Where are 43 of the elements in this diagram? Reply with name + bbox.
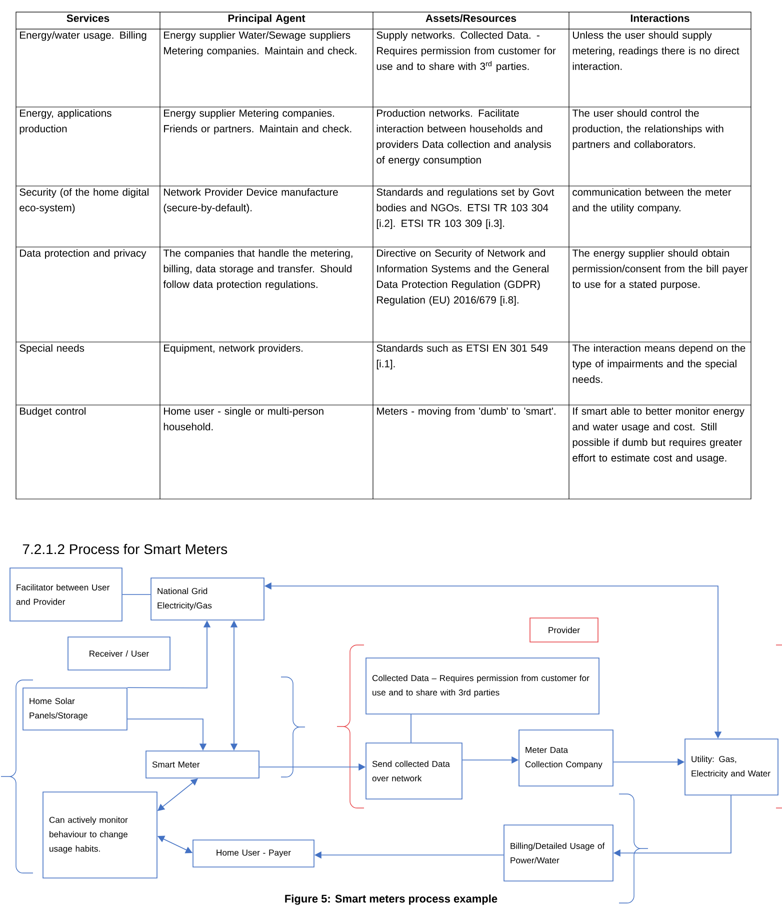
table-cell: Special needs [20,344,84,354]
section-heading: 7.2.1.2 Process for Smart Meters [22,544,228,554]
process-box: Smart Meter [146,750,260,778]
figure-caption: Figure 5: Smart meters process example [285,894,498,905]
table-cell: Data protection and privacy [20,249,146,259]
table-cell: Energy, applications production [20,109,112,134]
process-box: Meter Data Collection Company [518,730,614,786]
table-cell: Energy supplier Metering companies. Friends or partners. Maintain and check. [164,109,352,134]
table-cell: Network Provider Device manufacture (secure-by-default). [164,188,338,214]
table-cell: Supply networks. Collected Data. - Requires permission from customer for use and to share with 3$^{rd}$ parties. [376,31,556,72]
table-cell: Production networks. Facilitate interaction between households and providers Data collection and analysis of energy consumption [376,109,551,166]
process-box: Home User - Payer [192,840,314,868]
table-cell: Home user - single or multi-person household. [164,407,324,430]
process-box: Send collected Data over network [366,742,462,800]
table-cell: The companies that handle the metering, billing, data storage and transfer. Should follow data protection regulations. [163,249,352,290]
table-header: Principal Agent [228,14,306,24]
table-cell: If smart able to better monitor energy and water usage and cost. Still possible if dumb but requires greater effort to estimate cost and usage. [572,407,744,464]
table-cell: Equipment, network providers. [164,344,302,354]
table-header: Interactions [630,14,690,22]
process-box: Collected Data – Requires permission from customer for use and to share with 3rd parties [366,658,600,714]
process-box: National Grid Electricity/Gas [150,578,264,620]
table-cell: Standards and regulations set by Govt bodies and NGOs. ETSI TR 103 304 [i.2]. ETSI TR 103 309 [i.3]. [376,188,554,229]
table-cell: The energy supplier should obtain permission/consent from the bill payer to use for a stated purpose. [572,249,748,290]
process-box: Can actively monitor behaviour to change usage habits. [42,792,158,878]
table-cell: Budget control [20,407,86,417]
table-cell: Security (of the home digital eco-system) [20,188,148,214]
process-box: Home Solar Panels/Storage [22,688,128,730]
table-cell: Directive on Security of Network and Information Systems and the General Data Protection Regulation (GDPR) Regulation (EU) 2016/679 [i.8]. [377,249,548,306]
table-cell: communication between the meter and the utility company. [572,188,732,214]
table-cell: The user should control the production, the relationships with partners and collaborators. [572,109,724,150]
process-box: Billing/Detailed Usage of Power/Water [504,824,614,882]
process-box: Facilitator between User and Provider [10,568,122,622]
table-header: Services [66,14,110,22]
table-cell: Standards such as ETSI EN 301 549 [i.1]. [376,344,548,370]
process-box: Provider [530,618,598,642]
table-cell: Unless the user should supply metering, readings there is no direct interaction. [572,31,740,70]
process-box: Receiver / User [68,636,170,670]
table-cell: Energy/water usage. Billing [20,31,146,41]
table-cell: The interaction means depend on the type of impairments and the special needs. [572,344,746,383]
table-header: Assets/Resources [426,14,516,22]
table-cell: Energy supplier Water/Sewage suppliers Metering companies. Maintain and check. [164,31,356,56]
table-cell: Meters - moving from 'dumb' to 'smart'. [377,407,556,417]
process-box: Utility: Gas, Electricity and Water [684,738,778,796]
